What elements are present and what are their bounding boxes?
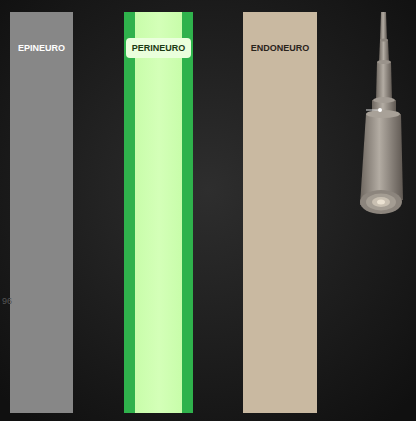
watermark-number: 96 bbox=[2, 296, 12, 306]
tissue-band: ENDONEURO bbox=[243, 12, 317, 413]
tissue-band: PERINEURO bbox=[124, 12, 193, 413]
band-label: EPINEURO bbox=[18, 43, 65, 53]
tissue-band: EPINEURO bbox=[10, 12, 73, 413]
band-label: ENDONEURO bbox=[251, 43, 310, 53]
band-label: PERINEURO bbox=[126, 38, 192, 58]
